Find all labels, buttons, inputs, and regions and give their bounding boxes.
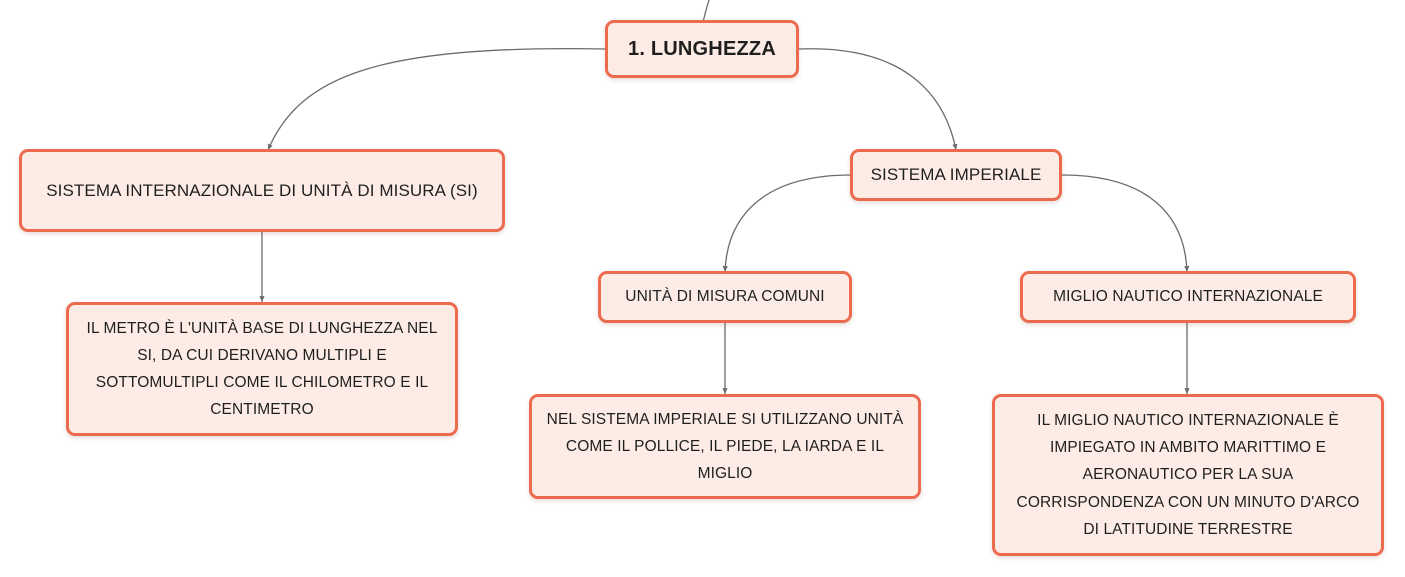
node-si-detail-text: IL METRO È L'UNITÀ BASE DI LUNGHEZZA NEL…	[86, 319, 438, 419]
node-miglio-nautico-label: MIGLIO NAUTICO INTERNAZIONALE	[1053, 288, 1323, 306]
node-si-detail[interactable]: IL METRO È L'UNITÀ BASE DI LUNGHEZZA NEL…	[66, 302, 458, 436]
node-sistema-internazionale-label: SISTEMA INTERNAZIONALE DI UNITÀ DI MISUR…	[46, 180, 478, 200]
connector-root-imperial	[798, 48, 958, 151]
node-nautical-mile-detail-text: IL MIGLIO NAUTICO INTERNAZIONALE È IMPIE…	[1016, 412, 1360, 538]
node-common-units-detail-text: NEL SISTEMA IMPERIALE SI UTILIZZANO UNIT…	[546, 410, 904, 483]
connector-root-si	[267, 48, 606, 151]
node-lunghezza-label: 1. LUNGHEZZA	[628, 37, 776, 60]
node-sistema-imperiale-label: SISTEMA IMPERIALE	[870, 165, 1042, 185]
node-common-units-detail[interactable]: NEL SISTEMA IMPERIALE SI UTILIZZANO UNIT…	[529, 394, 921, 499]
node-sistema-imperiale[interactable]: SISTEMA IMPERIALE	[850, 149, 1062, 201]
connector-imperial-nautical	[1061, 174, 1190, 273]
connector-parent-root	[702, 0, 710, 23]
node-unita-misura-comuni[interactable]: UNITÀ DI MISURA COMUNI	[598, 271, 852, 323]
node-lunghezza[interactable]: 1. LUNGHEZZA	[605, 20, 799, 78]
node-nautical-mile-detail[interactable]: IL MIGLIO NAUTICO INTERNAZIONALE È IMPIE…	[992, 394, 1384, 556]
node-sistema-internazionale[interactable]: SISTEMA INTERNAZIONALE DI UNITÀ DI MISUR…	[19, 149, 505, 232]
connector-imperial-common	[722, 174, 852, 273]
node-miglio-nautico[interactable]: MIGLIO NAUTICO INTERNAZIONALE	[1020, 271, 1356, 323]
node-unita-misura-comuni-label: UNITÀ DI MISURA COMUNI	[625, 288, 825, 306]
